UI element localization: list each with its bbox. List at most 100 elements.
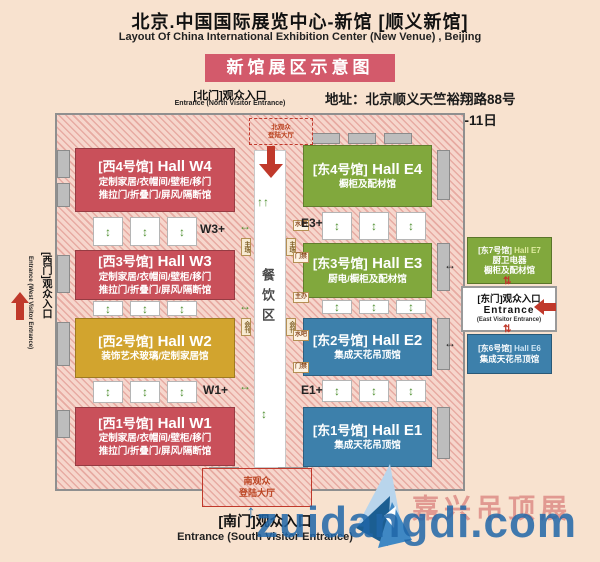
journal-tag: 会刊 bbox=[241, 318, 251, 336]
service-tag: 门禁 bbox=[293, 252, 310, 263]
updown-arrow-icon: ↕ bbox=[142, 301, 148, 316]
hall-e6-name-en: Hall E6 bbox=[514, 344, 541, 354]
hall-e2: [东2号馆] Hall E2 集成天花吊顶馆 bbox=[303, 318, 432, 376]
edge-room bbox=[57, 322, 70, 366]
hall-e3-name-en: Hall E3 bbox=[372, 255, 423, 273]
south-entrance-label-en: Entrance (South Visitor Entrance) bbox=[177, 531, 353, 543]
hall-w3-name-cn: [西3号馆] bbox=[98, 254, 154, 270]
hall-e6-name-cn: [东6号馆] bbox=[478, 344, 512, 354]
south-lobby-label: 登陆大厅 bbox=[238, 487, 275, 498]
booth-cell: ↕ bbox=[359, 380, 389, 402]
hall-w4: [西4号馆] Hall W4 定制家居/衣帽间/壁柜/移门 推拉门/折叠门/屏风… bbox=[75, 148, 235, 212]
booth-row: ↕ ↕ ↕ bbox=[93, 217, 197, 246]
hall-w3-name-en: Hall W3 bbox=[157, 253, 212, 271]
central-corridor bbox=[254, 150, 286, 468]
crossing-arrow-icon: ↔ bbox=[239, 379, 251, 393]
hall-w1-name-en: Hall W1 bbox=[157, 414, 212, 432]
hall-e7-name-en: Hall E7 bbox=[514, 245, 541, 255]
south-lobby-label: 南观众 bbox=[243, 476, 271, 487]
east-entrance-label: [东门]观众入口 bbox=[477, 293, 541, 305]
booth-cell: ↕ bbox=[130, 301, 160, 316]
edge-room bbox=[437, 407, 450, 459]
hall-e1: [东1号馆] Hall E1 集成天花吊顶馆 bbox=[303, 407, 432, 467]
booth-row: ↕ ↕ ↕ bbox=[93, 381, 197, 403]
edge-room bbox=[57, 183, 70, 207]
booth-cell: ↕ bbox=[322, 300, 352, 314]
stage-tag: 主场 bbox=[241, 238, 251, 256]
edge-room bbox=[437, 243, 450, 291]
hall-w1: [西1号馆] Hall W1 定制家居/衣帽间/壁柜/移门 推拉门/折叠门/屏风… bbox=[75, 407, 235, 466]
west-entrance-label: [西门]观众入口 bbox=[40, 252, 51, 319]
hall-w2-name-en: Hall W2 bbox=[157, 332, 212, 350]
dining-area-label: 餐饮区 bbox=[260, 268, 275, 328]
updown-arrow-icon: ↕ bbox=[179, 224, 185, 239]
updown-arrow-icon: ↕ bbox=[142, 385, 148, 399]
edge-room bbox=[437, 150, 450, 200]
service-tag: 水吧 bbox=[293, 330, 310, 341]
updown-arrow-icon: ↕ bbox=[334, 219, 340, 233]
booth-cell: ↕ bbox=[130, 381, 160, 403]
updown-arrow-icon: ↕ bbox=[334, 384, 340, 398]
hall-e3-name-cn: [东3号馆] bbox=[312, 256, 368, 272]
updown-arrow-icon: ↕ bbox=[371, 384, 377, 398]
hall-w3: [西3号馆] Hall W3 定制家居/衣帽间/壁柜/移门 推拉门/折叠门/屏风… bbox=[75, 250, 235, 300]
page-title: 北京.中国国际展览中心-新馆 [顺义新馆] bbox=[131, 12, 469, 32]
hall-e3-desc: 厨电/橱柜及配材馆 bbox=[328, 273, 407, 285]
booth-cell: ↕ bbox=[396, 212, 426, 240]
hall-e4-desc: 橱柜及配材馆 bbox=[338, 179, 396, 191]
north-entrance-label-en: Entrance (North Visitor Entrance) bbox=[174, 100, 286, 107]
south-lobby: 南观众 登陆大厅 bbox=[202, 468, 312, 507]
hall-e2-name-cn: [东2号馆] bbox=[312, 332, 368, 348]
edge-room bbox=[384, 133, 412, 144]
updown-arrow-icon: ↕ bbox=[105, 301, 111, 316]
hall-e6-desc: 集成天花吊顶馆 bbox=[479, 353, 540, 364]
booth-cell: ↕ bbox=[93, 217, 123, 246]
annex-connector-icon: ⇅ bbox=[503, 324, 512, 335]
hall-e7-desc: 厨卫电器 bbox=[492, 255, 527, 266]
ext-label-w3: W3+ bbox=[200, 222, 226, 236]
journal-tag: 会刊 bbox=[286, 318, 296, 336]
corridor-updown-arrow-icon: ↕ bbox=[261, 407, 267, 421]
annex-connector-icon: ⇅ bbox=[503, 276, 512, 287]
updown-arrow-icon: ↕ bbox=[179, 385, 185, 399]
address-line: 地址：北京顺义天竺裕翔路88号 bbox=[325, 92, 516, 107]
booth-row: ↕ ↕ ↕ bbox=[93, 301, 197, 316]
north-flow-arrow-icon bbox=[259, 146, 283, 178]
booth-cell: ↕ bbox=[322, 212, 352, 240]
booth-row: ↕ ↕ ↕ bbox=[322, 212, 426, 240]
connector-arrow-icon: ↔ bbox=[444, 258, 456, 272]
updown-arrow-icon: ↕ bbox=[179, 301, 185, 316]
hall-w4-desc: 定制家居/衣帽间/壁柜/移门 bbox=[98, 176, 212, 188]
hall-w4-desc: 推拉门/折叠门/屏风/隔断馆 bbox=[98, 189, 212, 201]
hall-w1-name-cn: [西1号馆] bbox=[98, 415, 154, 431]
booth-cell: ↕ bbox=[130, 217, 160, 246]
booth-cell: ↕ bbox=[396, 300, 426, 314]
north-lobby-label: 北观众 bbox=[271, 124, 291, 132]
hall-e7-desc: 橱柜及配材馆 bbox=[483, 265, 535, 276]
crossing-arrow-icon: ↔ bbox=[239, 219, 251, 233]
updown-arrow-icon: ↕ bbox=[408, 384, 414, 398]
west-entrance-label-en: Entrance (West Visitor Entrance) bbox=[27, 256, 33, 350]
section-banner: 新馆展区示意图 bbox=[205, 54, 395, 82]
booth-cell: ↕ bbox=[396, 380, 426, 402]
updown-arrow-icon: ↕ bbox=[105, 385, 111, 399]
hall-w2-name-cn: [西2号馆] bbox=[98, 333, 154, 349]
ext-label-w1: W1+ bbox=[203, 383, 229, 397]
south-entrance-label: [南门]观众入口 bbox=[218, 513, 312, 529]
connector-arrow-icon: ↔ bbox=[444, 336, 456, 350]
watermark-logo bbox=[356, 464, 412, 548]
hall-e6: [东6号馆] Hall E6 集成天花吊顶馆 bbox=[467, 334, 552, 374]
hall-e2-name-en: Hall E2 bbox=[372, 331, 423, 349]
hall-e7: [东7号馆] Hall E7 厨卫电器 橱柜及配材馆 bbox=[467, 237, 552, 284]
hall-w2-desc: 装饰艺术玻璃/定制家居馆 bbox=[101, 351, 209, 363]
updown-arrow-icon: ↕ bbox=[105, 224, 111, 239]
south-lobby-arrow-icon: ↕ bbox=[246, 502, 256, 523]
updown-arrow-icon: ↕ bbox=[334, 300, 340, 314]
hall-w4-name-en: Hall W4 bbox=[157, 158, 212, 176]
north-lobby: 北观众 登陆大厅 bbox=[249, 118, 313, 145]
north-lobby-label: 登陆大厅 bbox=[268, 131, 294, 139]
booth-row: ↕ ↕ ↕ bbox=[322, 300, 426, 314]
edge-room bbox=[348, 133, 376, 144]
hall-e4-name-en: Hall E4 bbox=[372, 160, 423, 178]
hall-w4-name-cn: [西4号馆] bbox=[98, 159, 154, 175]
